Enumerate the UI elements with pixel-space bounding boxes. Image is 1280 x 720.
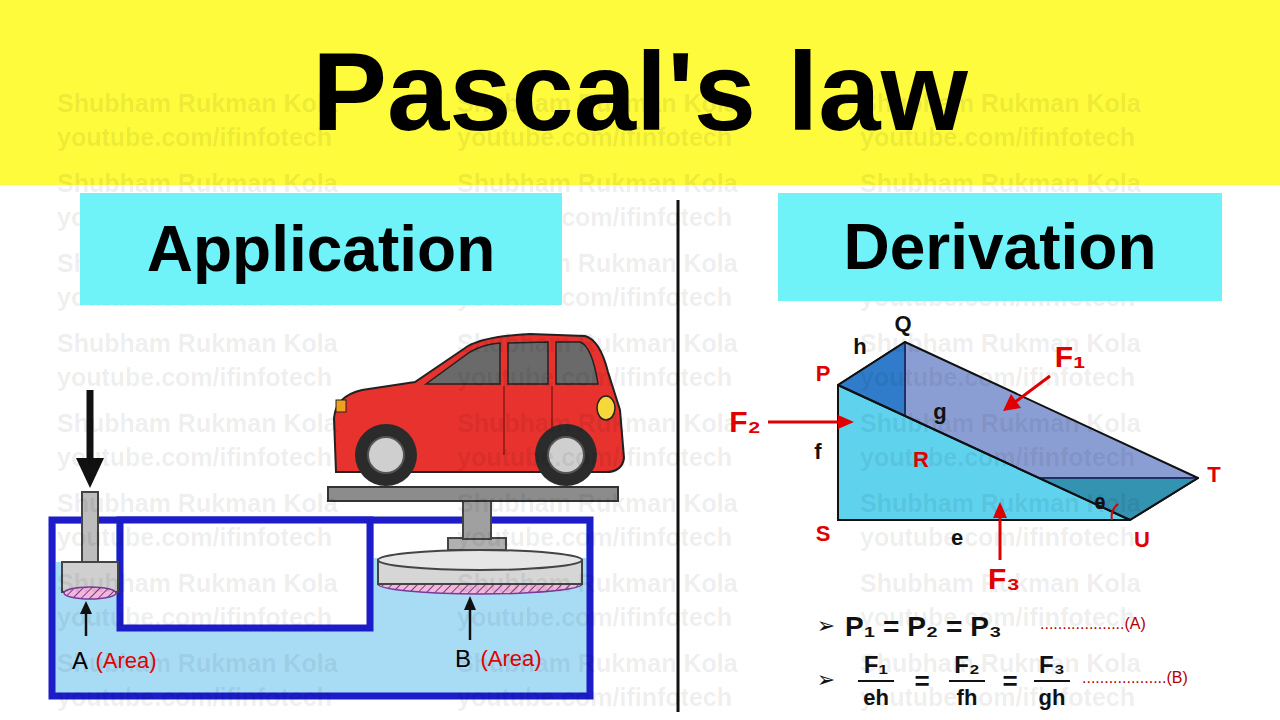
watermark: Shubham Rukman Kola — [457, 490, 738, 518]
heading-text: Derivation — [844, 212, 1157, 282]
watermark: youtube.com/ifinfotech — [457, 364, 732, 392]
fraction-denominator: gh — [1039, 686, 1066, 710]
heading-text: Application — [147, 214, 495, 284]
watermark: Shubham Rukman Kola — [57, 490, 338, 518]
vertex-label: T — [1207, 463, 1220, 487]
fraction-denominator: eh — [863, 686, 889, 710]
equals-sign: = — [914, 667, 929, 696]
fraction-denominator: fh — [957, 686, 978, 710]
area-label: (Area) — [480, 647, 541, 671]
vertex-label: Q — [894, 312, 911, 336]
equals-sign: = — [1002, 667, 1017, 696]
watermark: youtube.com/ifinfotech — [457, 604, 732, 632]
equation-number: ...................(A) — [1040, 615, 1146, 633]
edge-label: f — [814, 440, 821, 464]
vertex-label: P — [816, 362, 831, 386]
watermark: youtube.com/ifinfotech — [860, 364, 1135, 392]
heading-box: Derivation — [778, 193, 1222, 301]
watermark: youtube.com/ifinfotech — [57, 444, 332, 472]
watermark: Shubham Rukman Kola — [457, 410, 738, 438]
force-label: F₃ — [988, 562, 1020, 595]
title: Pascal's law — [312, 30, 968, 153]
edge-label: h — [853, 335, 866, 359]
watermark: youtube.com/ifinfotech — [860, 444, 1135, 472]
watermark: youtube.com/ifinfotech — [860, 524, 1135, 552]
title-band — [0, 0, 1280, 185]
prism — [838, 342, 1198, 520]
watermark: Shubham Rukman Kola — [860, 410, 1141, 438]
vertex-label: S — [816, 522, 831, 546]
large-piston — [378, 550, 582, 570]
fraction-numerator: F₂ — [954, 652, 979, 678]
watermark: Shubham Rukman Kola — [57, 330, 338, 358]
area-label: B — [455, 646, 471, 672]
watermark: youtube.com/ifinfotech — [860, 684, 1135, 712]
watermark: Shubham Rukman Kola — [57, 410, 338, 438]
equation-number: ...................(B) — [1082, 669, 1188, 687]
watermark: youtube.com/ifinfotech — [457, 444, 732, 472]
watermark: youtube.com/ifinfotech — [57, 524, 332, 552]
watermark: youtube.com/ifinfotech — [457, 524, 732, 552]
equation: P₁ = P₂ = P₃ — [845, 612, 1002, 643]
bullet: ➢ — [817, 668, 835, 692]
force-label: F₁ — [1055, 340, 1086, 373]
watermark: youtube.com/ifinfotech — [57, 604, 332, 632]
force-label: F₂ — [729, 405, 761, 438]
heading-box: Application — [80, 193, 562, 305]
fraction-bar — [858, 680, 1070, 682]
vertex-label: U — [1134, 528, 1150, 552]
watermark: youtube.com/ifinfotech — [57, 364, 332, 392]
fraction-numerator: F₃ — [1039, 652, 1065, 678]
vertex-label: R — [913, 448, 929, 472]
watermark: Shubham Rukman Kola — [57, 570, 338, 598]
watermark: youtube.com/ifinfotech — [457, 684, 732, 712]
angle-label: θ — [1095, 495, 1106, 513]
area-label: (Area) — [95, 649, 156, 673]
watermark: youtube.com/ifinfotech — [57, 684, 332, 712]
area-label: A — [72, 648, 88, 674]
watermark: youtube.com/ifinfotech — [57, 124, 332, 152]
fraction-numerator: F₁ — [864, 652, 889, 678]
bullet: ➢ — [817, 614, 835, 638]
watermark: Shubham Rukman Kola — [57, 90, 338, 118]
watermark: Shubham Rukman Kola — [457, 330, 738, 358]
watermark: Shubham Rukman Kola — [457, 570, 738, 598]
edge-label: g — [933, 400, 946, 424]
edge-label: e — [951, 526, 963, 550]
